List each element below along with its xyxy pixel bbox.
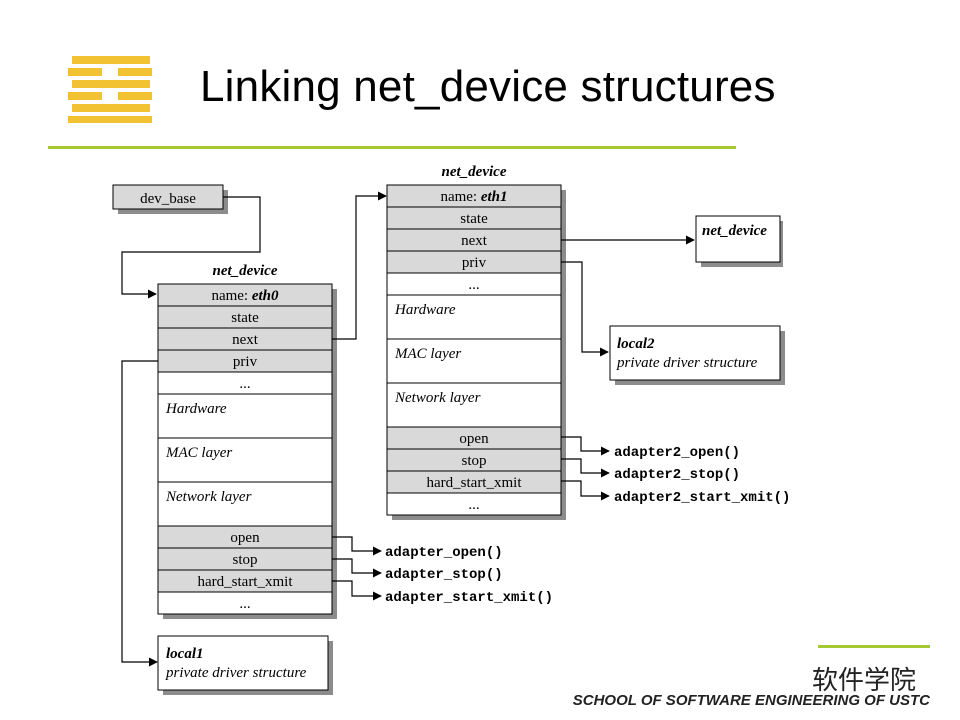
dev1-row-label-open: open xyxy=(459,431,489,447)
footer-english-name: SCHOOL OF SOFTWARE ENGINEERING OF USTC xyxy=(572,692,930,709)
dev0-method-open: adapter_open() xyxy=(385,545,503,561)
dev1-row-label-priv: priv xyxy=(462,255,487,271)
dev1-row-mac-layer: MAC layer xyxy=(386,338,562,384)
dev1-row-network-layer: Network layer xyxy=(386,382,562,428)
next-net-device-label: net_device xyxy=(702,223,767,239)
dev0-row-label-ellipsis-end: ... xyxy=(239,596,250,612)
dev1-row-priv: priv xyxy=(386,250,562,274)
dev0-row-hardware: Hardware xyxy=(157,393,333,439)
dev1-row-state: state xyxy=(386,206,562,230)
dev0-struct-label: net_device xyxy=(213,263,278,279)
dev1-row-hardware: Hardware xyxy=(386,294,562,340)
local1-private-structure: local1 private driver structure xyxy=(157,635,333,695)
dev0-row-ellipsis-end: ... xyxy=(157,591,333,615)
dev0-row-mac-layer: MAC layer xyxy=(157,437,333,483)
dev0-row-label-open: open xyxy=(230,530,260,546)
dev0-row-label-priv: priv xyxy=(233,354,258,370)
local2-desc: private driver structure xyxy=(616,355,758,371)
dev1-row-label-ellipsis-end: ... xyxy=(468,497,479,513)
dev1-row-open: open xyxy=(386,426,562,450)
footer-divider xyxy=(818,645,930,648)
local1-name: local1 xyxy=(166,646,204,662)
dev-base-label: dev_base xyxy=(140,191,196,207)
local2-private-structure: local2 private driver structure xyxy=(609,325,785,385)
dev1-row-label-network-layer: Network layer xyxy=(394,390,481,406)
dev1-struct-label: net_device xyxy=(442,164,507,180)
dev1-row-label-hardware: Hardware xyxy=(394,302,456,318)
title-divider xyxy=(48,146,736,149)
dev-base-box: dev_base xyxy=(112,184,228,214)
dev0-name-value: eth0 xyxy=(252,288,279,304)
dev0-row-label-name: name: eth0 xyxy=(211,288,279,304)
dev0-row-name: name: eth0 xyxy=(157,283,333,307)
university-logo-icon xyxy=(68,56,152,123)
dev1-row-label-stop: stop xyxy=(461,453,486,469)
dev1-row-label-next: next xyxy=(461,233,488,249)
dev0-row-open: open xyxy=(157,525,333,549)
dev1-row-next: next xyxy=(386,228,562,252)
dev1-name-value: eth1 xyxy=(481,189,508,205)
local2-name: local2 xyxy=(617,336,655,352)
dev0-row-label-state: state xyxy=(231,310,259,326)
dev1-row-hard-start-xmit: hard_start_xmit xyxy=(386,470,562,494)
dev0-row-label-ellipsis: ... xyxy=(239,376,250,392)
dev1-row-label-mac-layer: MAC layer xyxy=(394,346,461,362)
dev0-row-next: next xyxy=(157,327,333,351)
dev0-method-stop: adapter_stop() xyxy=(385,567,503,583)
dev1-row-name: name: eth1 xyxy=(386,184,562,208)
dev0-method-xmit: adapter_start_xmit() xyxy=(385,590,553,606)
dev0-row-label-next: next xyxy=(232,332,259,348)
dev0-row-label-network-layer: Network layer xyxy=(165,489,252,505)
dev1-row-ellipsis-end: ... xyxy=(386,492,562,516)
dev0-row-label-stop: stop xyxy=(232,552,257,568)
footer-chinese-name: 软件学院 xyxy=(812,666,917,696)
dev0-row-hard-start-xmit: hard_start_xmit xyxy=(157,569,333,593)
dev1-method-xmit: adapter2_start_xmit() xyxy=(614,490,790,506)
connector-lines xyxy=(121,191,695,667)
dev0-row-network-layer: Network layer xyxy=(157,481,333,527)
dev0-row-stop: stop xyxy=(157,547,333,571)
dev0-row-ellipsis: ... xyxy=(157,371,333,395)
dev0-row-label-hard-start-xmit: hard_start_xmit xyxy=(198,574,294,590)
next-net-device-box: net_device xyxy=(695,215,785,267)
dev1-row-label-state: state xyxy=(460,211,488,227)
dev1-method-open: adapter2_open() xyxy=(614,445,740,461)
dev0-row-label-mac-layer: MAC layer xyxy=(165,445,232,461)
dev1-row-stop: stop xyxy=(386,448,562,472)
footer-english-clip: SCHOOL OF SOFTWARE ENGINEERING OF USTC xyxy=(564,690,960,720)
dev1-row-label-ellipsis: ... xyxy=(468,277,479,293)
dev1-row-label-hard-start-xmit: hard_start_xmit xyxy=(427,475,523,491)
slide-title: Linking net_device structures xyxy=(200,62,776,111)
dev1-row-label-name: name: eth1 xyxy=(440,189,507,205)
dev1-row-ellipsis: ... xyxy=(386,272,562,296)
dev0-row-label-hardware: Hardware xyxy=(165,401,227,417)
dev0-row-state: state xyxy=(157,305,333,329)
local1-desc: private driver structure xyxy=(165,665,307,681)
dev0-row-priv: priv xyxy=(157,349,333,373)
dev1-method-stop: adapter2_stop() xyxy=(614,467,740,483)
